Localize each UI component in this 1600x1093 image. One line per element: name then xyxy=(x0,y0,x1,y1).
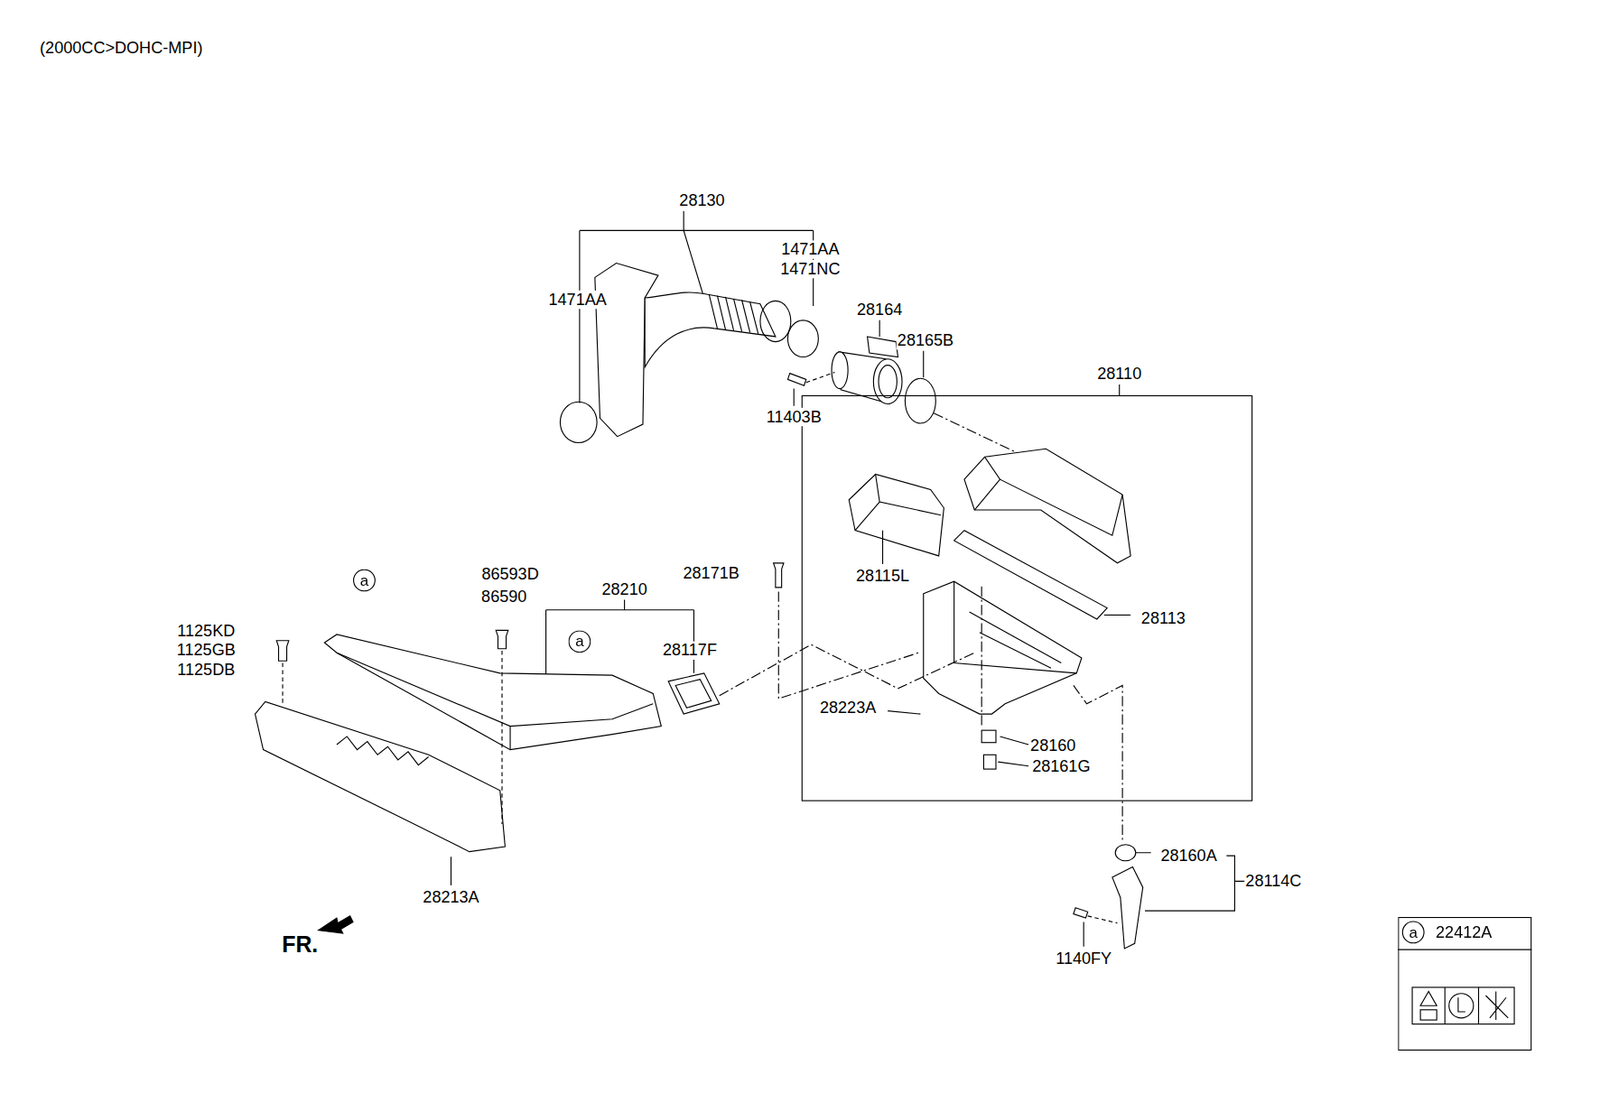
callout-number: 28113 xyxy=(1140,610,1187,630)
callout-number: 1140FY xyxy=(1054,949,1113,969)
callout-number: 1125DB xyxy=(176,660,236,680)
callout-number: 86590 xyxy=(480,587,529,607)
callout-number: 28160 xyxy=(1029,736,1078,756)
callout-number: 28110 xyxy=(1096,364,1143,384)
callout-number: 86593D xyxy=(480,565,540,585)
reference-letter: a xyxy=(360,571,369,587)
callout-number: 1125GB xyxy=(176,641,237,661)
callout-number: 28171B xyxy=(681,564,741,584)
legend-box: 22412A a xyxy=(1397,917,1532,1052)
callout-number: 28223A xyxy=(818,698,878,718)
callout-number: 28213A xyxy=(421,888,481,908)
part-number: 22412A xyxy=(1435,923,1492,942)
reference-circle: a xyxy=(353,569,376,593)
reference-circle: a xyxy=(567,630,591,653)
callout-number: 28115L xyxy=(855,567,911,587)
callout-number: 11403B xyxy=(765,408,823,428)
callout-number: 28117F xyxy=(661,641,718,661)
callout-number: 1471NC xyxy=(779,260,842,280)
reference-circle: a xyxy=(1402,920,1425,944)
reference-letter: a xyxy=(1408,923,1417,940)
callout-number: 28165B xyxy=(896,331,956,351)
callout-number: 28114C xyxy=(1244,872,1303,892)
callout-number: 28160A xyxy=(1159,846,1219,866)
callout-number: 1471AA xyxy=(547,290,608,310)
callout-number: 1471AA xyxy=(780,240,841,260)
callout-number: 28130 xyxy=(678,191,726,211)
callout-number: 28161G xyxy=(1031,757,1092,777)
callout-number: FR. xyxy=(280,931,319,959)
callout-number: 1125KD xyxy=(176,622,236,642)
callout-number: 28210 xyxy=(600,580,649,600)
callout-number: 28164 xyxy=(855,300,904,320)
diagram-title: (2000CC>DOHC-MPI) xyxy=(38,38,205,58)
reference-letter: a xyxy=(575,632,584,649)
